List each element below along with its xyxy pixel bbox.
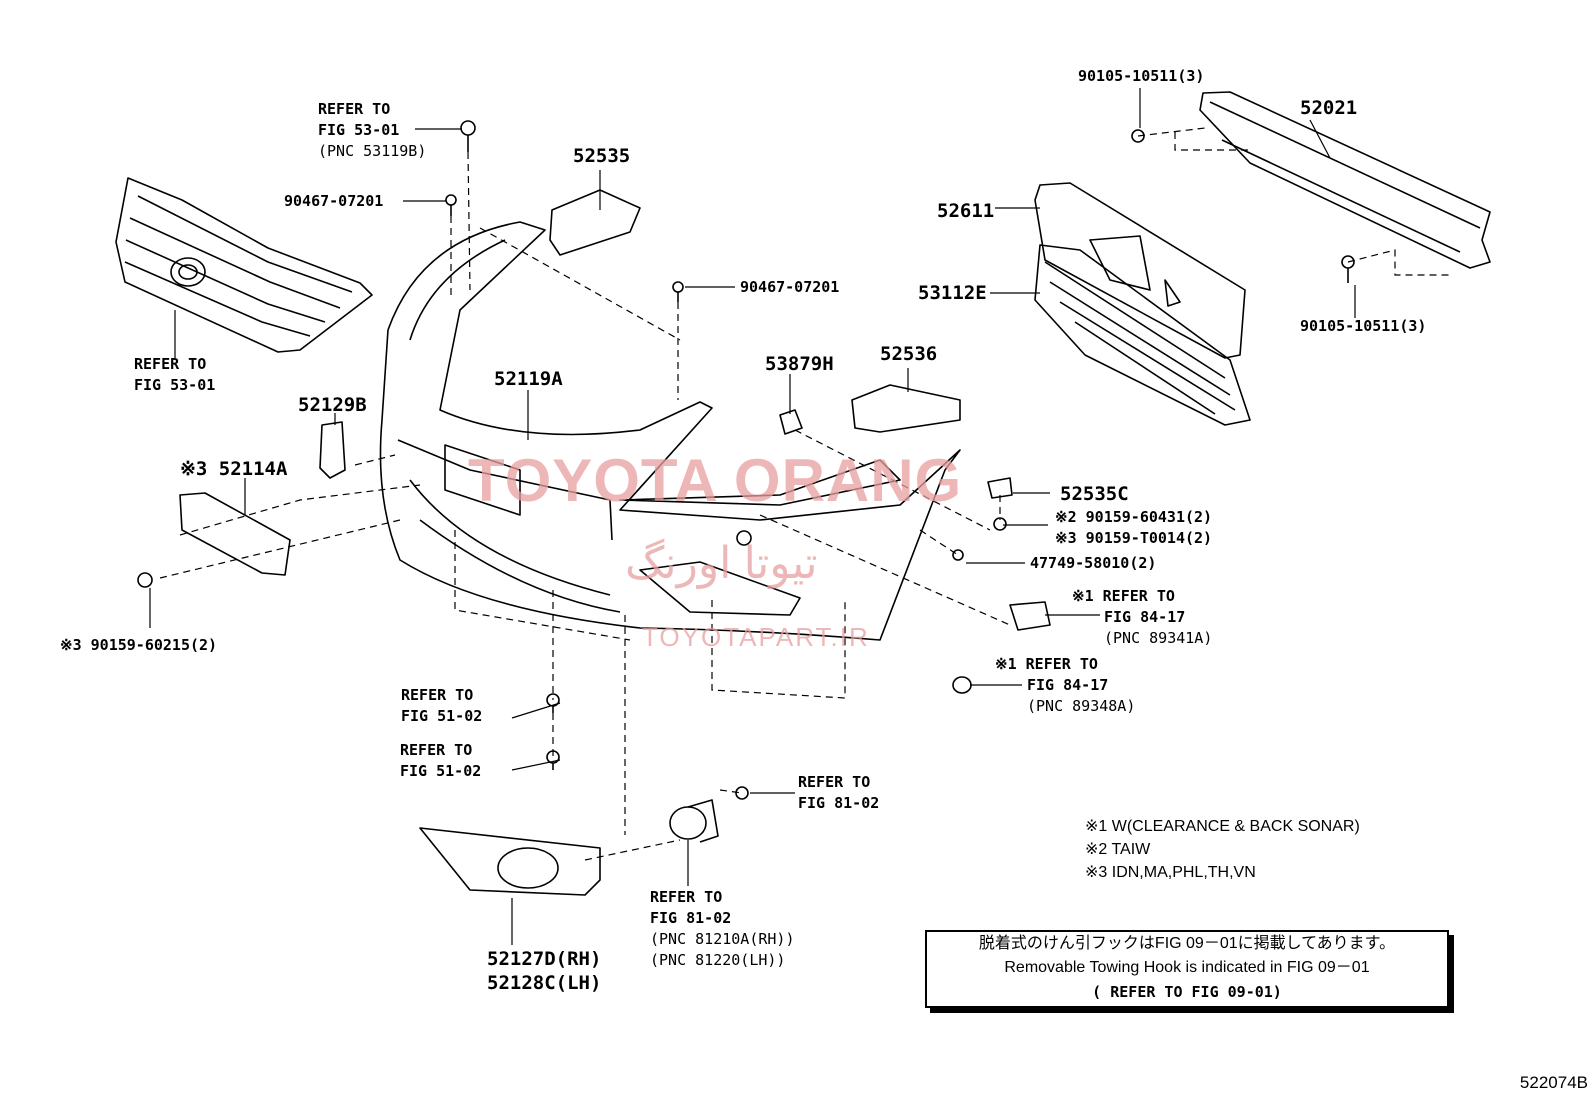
lower-grille-drawing — [1034, 244, 1251, 426]
ref-fig-53-01-top: REFER TO FIG 53-01 (PNC 53119B) — [318, 99, 426, 162]
tow-note-japanese: 脱着式のけん引フックはFIG 09－01に掲載してあります。 — [978, 935, 1396, 952]
part-52611: 52611 — [937, 200, 995, 222]
small-parts-drawing — [179, 409, 1051, 896]
ref-line: REFER TO — [318, 100, 391, 118]
ref-line: REFER TO — [401, 686, 474, 704]
absorber-drawing — [1034, 182, 1246, 359]
fastener-90467-07201-mid: 90467-07201 — [740, 278, 840, 296]
ref-line: FIG 51-02 — [400, 762, 482, 780]
ref-line: (PNC 53119B) — [318, 142, 427, 160]
figure-id: 522074B — [1519, 1073, 1588, 1092]
tow-note-refer: ( REFER TO FIG 09-01) — [1092, 983, 1282, 1001]
ref-line: REFER TO — [400, 741, 473, 759]
fastener-90159-60215: ※3 90159-60215(2) — [60, 636, 218, 654]
fastener-90105-10511-bottom: 90105-10511(3) — [1300, 317, 1427, 335]
ref-fig-81-02-bolt: REFER TO FIG 81-02 — [798, 772, 879, 814]
part-52536: 52536 — [880, 343, 938, 365]
ref-line: FIG 84-17 — [1104, 608, 1186, 626]
ref-fig-51-02-b: REFER TO FIG 51-02 — [400, 740, 481, 782]
towing-hook-note-box: 脱着式のけん引フックはFIG 09－01に掲載してあります。 Removable… — [925, 930, 1449, 1008]
part-52114A: ※3 52114A — [180, 458, 288, 480]
ref-line: FIG 81-02 — [798, 794, 880, 812]
ref-line: (PNC 81210A(RH)) — [650, 930, 795, 948]
part-52129B: 52129B — [298, 394, 367, 416]
ref-line: REFER TO — [134, 355, 207, 373]
ref-fig-84-17-a: ※1 REFER TO FIG 84-17 (PNC 89341A) — [1072, 586, 1212, 649]
fastener-90159-60431: ※2 90159-60431(2) — [1055, 508, 1213, 526]
watermark-site: TOYOTAPART.IR — [642, 622, 870, 652]
ref-fig-51-02-a: REFER TO FIG 51-02 — [401, 685, 482, 727]
upper-grille-drawing — [115, 177, 373, 353]
fastener-90467-07201-left: 90467-07201 — [284, 192, 384, 210]
side-brackets-drawing — [549, 189, 961, 433]
part-52535: 52535 — [573, 145, 631, 167]
ref-fig-53-01-grille: REFER TO FIG 53-01 — [134, 354, 215, 396]
part-52535C: 52535C — [1060, 483, 1129, 505]
fasteners-drawing — [137, 120, 1355, 800]
watermark-main: TOYOTA ORANG — [468, 447, 963, 514]
ref-fig-81-02-lamp: REFER TO FIG 81-02 (PNC 81210A(RH)) (PNC… — [650, 887, 795, 971]
note-3: ※3 IDN,MA,PHL,TH,VN — [1085, 864, 1256, 881]
part-52119A: 52119A — [494, 368, 563, 390]
bumper-cover-drawing — [379, 221, 961, 641]
note-2: ※2 TAIW — [1085, 841, 1151, 858]
fastener-90105-10511-top: 90105-10511(3) — [1078, 67, 1205, 85]
ref-line: (PNC 81220(LH)) — [650, 951, 786, 969]
ref-line: (PNC 89341A) — [1104, 629, 1213, 647]
fastener-47749-58010: 47749-58010(2) — [1030, 554, 1157, 572]
part-52021: 52021 — [1300, 97, 1358, 119]
ref-fig-84-17-b: ※1 REFER TO FIG 84-17 (PNC 89348A) — [995, 654, 1135, 717]
tow-note-english: Removable Towing Hook is indicated in FI… — [1004, 959, 1370, 976]
ref-line: FIG 84-17 — [1027, 676, 1109, 694]
ref-line: (PNC 89348A) — [1027, 697, 1136, 715]
ref-line: FIG 53-01 — [318, 121, 400, 139]
note-1: ※1 W(CLEARANCE & BACK SONAR) — [1085, 818, 1360, 835]
ref-line: ※1 REFER TO — [995, 655, 1098, 673]
fastener-90159-T0014: ※3 90159-T0014(2) — [1055, 529, 1213, 547]
ref-line: ※1 REFER TO — [1072, 587, 1175, 605]
ref-line: FIG 81-02 — [650, 909, 732, 927]
ref-line: FIG 53-01 — [134, 376, 216, 394]
part-52128C: 52128C(LH) — [487, 972, 602, 994]
part-53112E: 53112E — [918, 282, 987, 304]
part-52127D: 52127D(RH) — [487, 948, 602, 970]
watermark-persian: تیوتا اورنگ — [625, 539, 818, 588]
part-53879H: 53879H — [765, 353, 834, 375]
ref-line: REFER TO — [650, 888, 723, 906]
ref-line: FIG 51-02 — [401, 707, 483, 725]
ref-line: REFER TO — [798, 773, 871, 791]
